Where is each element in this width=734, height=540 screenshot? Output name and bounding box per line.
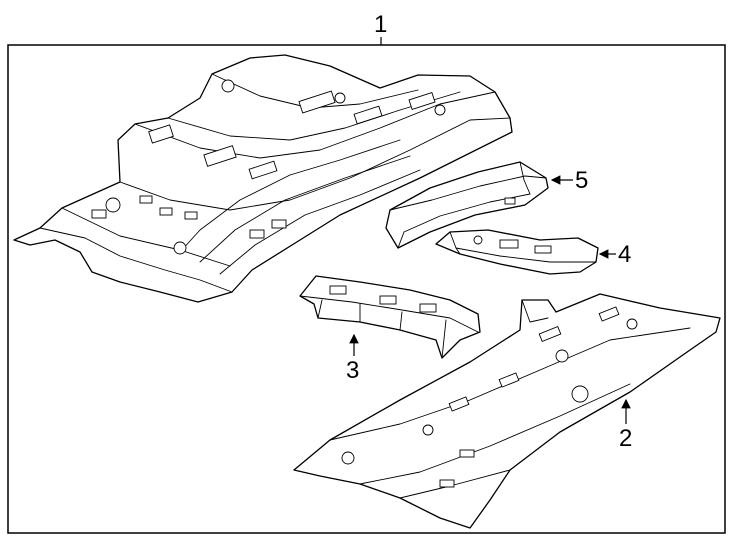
callout-2: 2 <box>619 425 632 452</box>
callout-5: 5 <box>575 167 588 194</box>
callout-4: 4 <box>618 241 631 268</box>
part-4-crossmember <box>435 229 599 275</box>
part-3-seat-crossmember <box>299 275 481 359</box>
part-1-main-floor-pan <box>13 54 513 303</box>
part-5-floor-rail <box>385 161 549 249</box>
callout-1: 1 <box>374 11 387 38</box>
part-2-rear-floor-pan <box>293 293 721 529</box>
assembly-frame <box>7 44 726 534</box>
callout-3: 3 <box>346 357 359 384</box>
